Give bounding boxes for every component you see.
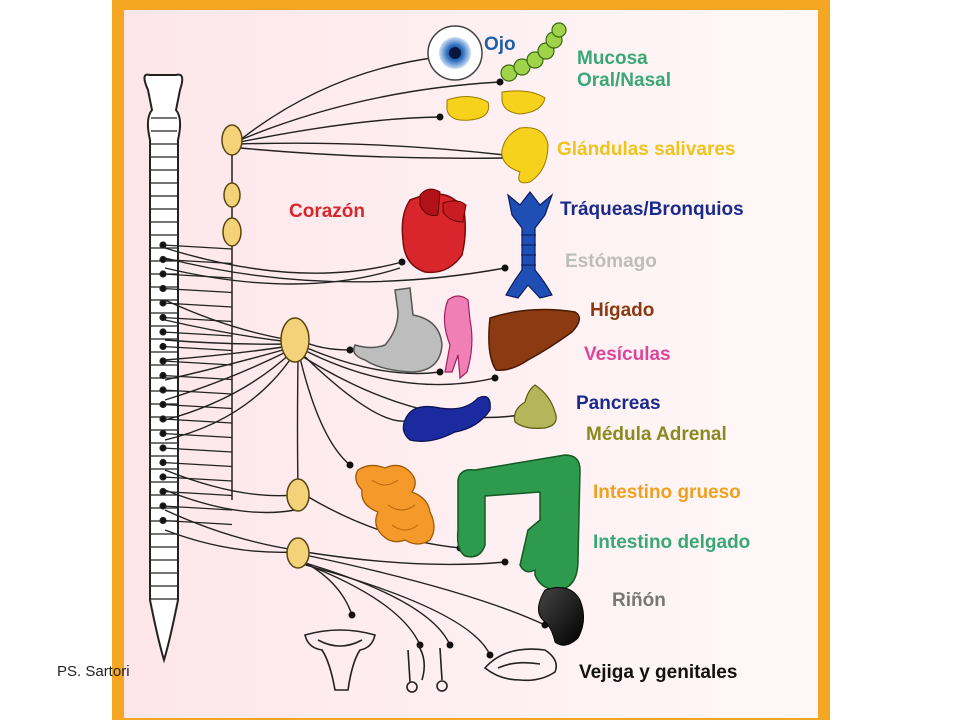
pancreas-icon (402, 395, 491, 442)
salivary-glands-icon (446, 90, 549, 184)
spinal-nerve-root (159, 458, 167, 467)
spinal-nerve (162, 505, 233, 511)
superior-cervical-ganglion (221, 124, 243, 156)
label-int-grueso: Intestino grueso (593, 482, 741, 503)
spinal-nerve-root (159, 473, 167, 481)
eye-icon (427, 25, 483, 81)
spinal-nerve-root (159, 502, 167, 510)
liver-icon (488, 308, 581, 372)
spinal-nerve (162, 490, 233, 497)
middle-cervical-ganglion (223, 182, 241, 208)
spinal-nerve (162, 287, 233, 294)
spinal-nerve (162, 244, 233, 250)
nerve-fibers (164, 56, 546, 656)
superior-mesenteric-ganglion (286, 478, 310, 512)
label-estomago: Estómago (565, 251, 657, 272)
small-intestine-icon (355, 464, 435, 545)
ganglia (221, 124, 310, 569)
spinal-nerve (162, 374, 233, 381)
spinal-nerve-root (159, 429, 167, 438)
spinal-nerves (159, 241, 233, 526)
spinal-nerve-root (159, 444, 167, 452)
author-credit: PS. Sartori (57, 663, 130, 680)
spinal-nerve-root (159, 313, 167, 322)
spinal-nerve-root (159, 371, 167, 380)
label-vesiculas: Vesículas (584, 344, 671, 365)
label-int-delgado: Intestino delgado (593, 532, 750, 553)
spinal-nerve (162, 360, 233, 366)
spinal-nerve (162, 418, 233, 424)
spinal-nerve (162, 432, 233, 439)
spinal-nerve (162, 331, 233, 337)
spinal-nerve-root (159, 284, 167, 293)
label-corazon: Corazón (289, 201, 365, 222)
inferior-cervical-ganglion (222, 217, 242, 247)
spinal-nerve (162, 519, 233, 526)
adrenal-medulla-icon (513, 384, 557, 429)
spinal-nerve (162, 447, 233, 453)
label-glandulas: Glándulas salivares (557, 139, 736, 160)
label-vejiga: Vejiga y genitales (579, 662, 737, 683)
spinal-nerve-root (159, 255, 167, 264)
spinal-nerve (162, 316, 233, 323)
spinal-nerve-root (159, 241, 167, 249)
spinal-nerve-root (159, 386, 167, 394)
spinal-nerve-root (159, 270, 167, 278)
label-higado: Hígado (590, 300, 654, 321)
label-rinon: Riñón (612, 590, 666, 611)
kidney-icon (538, 587, 584, 646)
label-mucosa-2: Oral/Nasal (577, 70, 671, 91)
spinal-nerve-root (159, 299, 167, 307)
diagram-panel (124, 10, 818, 718)
label-pancreas: Pancreas (576, 393, 661, 414)
spinal-nerve (162, 345, 233, 352)
label-mucosa-1: Mucosa (577, 48, 648, 69)
gallbladder-icon (443, 295, 473, 380)
spinal-nerve (162, 273, 233, 279)
spinal-nerve-root (159, 415, 167, 423)
label-traqueas: Tráqueas/Bronquios (560, 199, 744, 220)
spinal-nerve-root (159, 487, 167, 496)
spinal-nerve (162, 403, 233, 410)
heart-icon (401, 188, 467, 274)
spinal-nerve-root (159, 328, 167, 336)
label-medula: Médula Adrenal (586, 424, 727, 445)
trachea-bronchi-icon (505, 191, 554, 299)
spinal-nerve (162, 389, 233, 395)
spinal-nerve-root (159, 516, 167, 525)
celiac-ganglion (280, 317, 310, 363)
spinal-nerve-root (159, 342, 167, 351)
spinal-cord (143, 73, 184, 664)
spinal-nerve-root (159, 357, 167, 365)
spinal-nerve (162, 476, 233, 482)
mucosa-icon (500, 22, 567, 82)
large-intestine-icon (456, 454, 581, 591)
inferior-mesenteric-ganglion (286, 537, 310, 569)
genitals-bladder-icon (304, 629, 558, 693)
label-ojo: Ojo (484, 34, 516, 55)
stomach-icon (353, 287, 443, 373)
spinal-nerve-root (159, 400, 167, 409)
spinal-nerve (162, 461, 233, 468)
